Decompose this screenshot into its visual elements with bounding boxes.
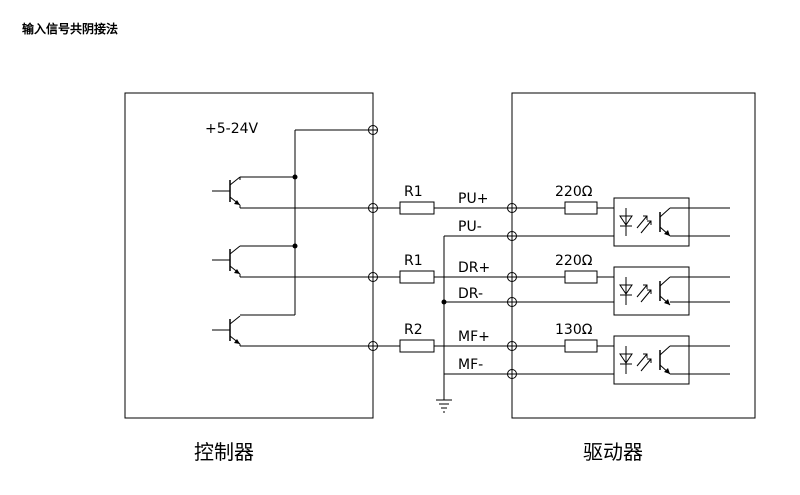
input-resistor-1 (564, 201, 598, 215)
optocoupler-3 (613, 335, 690, 385)
diagram-title: 输入信号共阴接法 (22, 22, 119, 36)
resistor-r1-b (399, 270, 435, 284)
supply-terminal (368, 125, 378, 135)
driver-terminal-dr-minus (507, 297, 517, 307)
controller-terminal-2 (368, 272, 378, 282)
resistor-r1-b-label: R1 (404, 253, 423, 269)
input-resistor-2 (564, 270, 598, 284)
ground-symbol (436, 399, 452, 413)
resistor-r2-label: R2 (404, 322, 423, 338)
resistor-r2 (399, 339, 435, 353)
transistor-1 (211, 174, 400, 209)
resistor-r1-a (399, 201, 435, 215)
driver-box (511, 92, 756, 419)
driver-terminal-pu-minus (507, 231, 517, 241)
driver-terminal-mf-plus (507, 341, 517, 351)
controller-terminal-1 (368, 203, 378, 213)
input-resistor-2-label: 220Ω (555, 253, 593, 269)
driver-terminal-dr-plus (507, 272, 517, 282)
input-resistor-3 (564, 339, 598, 353)
driver-terminal-mf-minus (507, 369, 517, 379)
optocoupler-2 (613, 266, 690, 316)
driver-label: 驱动器 (583, 440, 643, 464)
terminal-label-mf-minus: MF- (458, 357, 483, 373)
controller-box (124, 92, 374, 419)
terminal-label-dr-plus: DR+ (458, 260, 490, 276)
transistor-2 (211, 243, 400, 278)
controller-label: 控制器 (194, 440, 254, 464)
terminal-label-dr-minus: DR- (458, 286, 483, 302)
terminal-label-pu-plus: PU+ (458, 191, 488, 207)
resistor-r1-a-label: R1 (404, 184, 423, 200)
input-resistor-3-label: 130Ω (555, 322, 593, 338)
optocoupler-1 (613, 197, 690, 247)
terminal-label-pu-minus: PU- (458, 219, 482, 235)
terminal-label-mf-plus: MF+ (458, 329, 490, 345)
ground-junction (441, 299, 447, 305)
driver-terminal-pu-plus (507, 203, 517, 213)
input-resistor-1-label: 220Ω (555, 184, 593, 200)
supply-label: +5-24V (205, 121, 259, 137)
controller-terminal-3 (368, 341, 378, 351)
